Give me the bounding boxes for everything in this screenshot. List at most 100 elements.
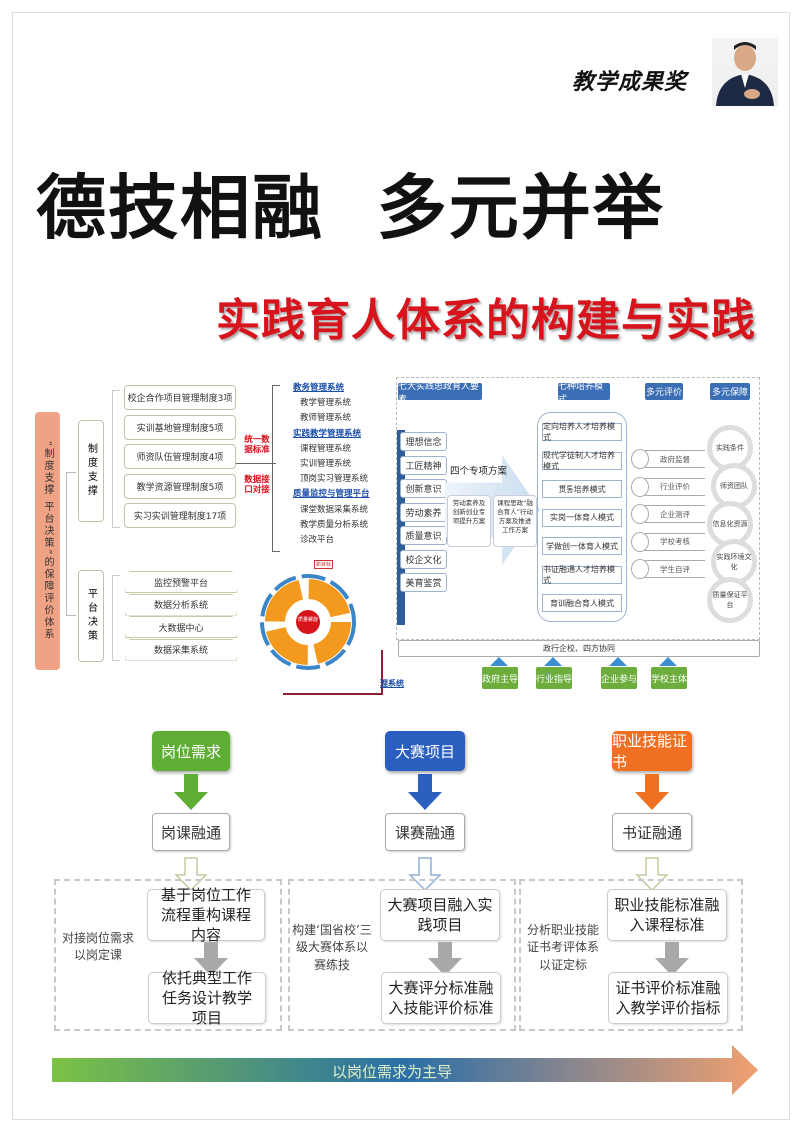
banner-text: 以岗位需求为主导 <box>331 1063 452 1081</box>
system-list-item: 质量监控与管理平台 <box>293 489 370 500</box>
actor-item: 政府主导 <box>482 667 518 689</box>
element-item: 理想信念 <box>400 432 447 451</box>
system-list-item: 课堂数据采集系统 <box>300 504 369 515</box>
evaluation-circle <box>631 531 649 552</box>
branch-platform: 平台决策 <box>78 570 104 662</box>
page-title: 德技相融 多元并举 <box>36 167 665 249</box>
feedback-line <box>283 650 383 695</box>
banner-arrow: 以岗位需求为主导 <box>52 1045 758 1095</box>
up-arrow-icon <box>609 657 627 666</box>
mode-item: 现代学徒制人才培养模式 <box>542 451 622 471</box>
bracket <box>272 385 280 552</box>
step-item: 基于岗位工作流程重构课程内容 <box>147 886 265 944</box>
requirement-header: 大赛项目 <box>385 731 465 771</box>
page-frame <box>12 12 790 1120</box>
element-item: 创新意识 <box>400 479 447 498</box>
red-label: 统一数据标准 <box>244 435 270 456</box>
evaluation-item: 学校考核 <box>645 532 705 551</box>
mode-item: 定向培养人才培养模式 <box>542 422 622 442</box>
mode-item: 贯통培养模式 <box>542 480 622 498</box>
plan-item: 劳动素养及创新创业专项提升方案 <box>447 495 491 547</box>
system-list-item: 诊改平台 <box>300 535 335 545</box>
system-list-item: 实践教学管理系统 <box>293 428 362 439</box>
cycle-center: 质量螺旋 <box>297 617 318 623</box>
platform-item: 数据采集系统 <box>125 638 237 661</box>
mode-item: 书证融通人才培养模式 <box>542 565 622 585</box>
mode-item: 育训融合育人模式 <box>542 594 622 612</box>
arrow-down-icon <box>655 942 689 976</box>
arrow-down-icon <box>408 774 442 810</box>
mode-item: 实岗一体育人模式 <box>542 508 622 527</box>
evaluation-circle <box>631 476 649 497</box>
requirement-header: 职业技能证书 <box>612 731 692 771</box>
integration-label: 课赛融通 <box>385 813 465 851</box>
step-item: 证书评价标准融入教学评价指标 <box>608 972 728 1024</box>
up-arrow-icon <box>544 657 562 666</box>
arrow-down-icon <box>635 774 669 810</box>
column-header: 七大实践思政育人要素 <box>398 382 482 405</box>
element-item: 劳动素养 <box>400 502 447 522</box>
system-item: 实习实训管理制度17项 <box>124 503 236 528</box>
system-list-item: 教师管理系统 <box>300 413 352 424</box>
page-subtitle: 实践育人体系的构建与实践 <box>216 295 756 346</box>
column-header: 七种培养模式 <box>558 382 610 405</box>
strategy-text: 分析职业技能证书考评体系以证定标 <box>526 923 599 972</box>
evaluation-item: 政府监督 <box>645 450 705 468</box>
system-list-item: 实训管理系统 <box>300 459 352 469</box>
system-item: 实训基地管理制度5项 <box>124 414 236 440</box>
hollow-arrow-icon <box>635 857 669 892</box>
plans-title: 四个专项方案 <box>450 466 508 477</box>
platform-item: 大数据中心 <box>125 616 237 638</box>
arrow-down-icon <box>174 774 208 810</box>
actor-item: 企业参与 <box>601 667 637 689</box>
system-item: 校企合作项目管理制度3项 <box>124 385 236 410</box>
integration-label: 书证融通 <box>612 813 692 851</box>
system-list-item: 教务管理系统 <box>293 383 345 393</box>
system-list-item: 课程管理系统 <box>300 443 352 454</box>
strategy-text: 对接岗位需求以岗定课 <box>61 931 134 963</box>
element-item: 美育鉴赏 <box>400 573 447 592</box>
evaluation-circle <box>631 449 649 469</box>
actor-item: 行业指导 <box>536 667 572 689</box>
element-item: 质量意识 <box>400 526 447 545</box>
platform-item: 数据分析系统 <box>125 593 237 616</box>
evaluation-item: 企业测评 <box>645 505 705 523</box>
column-header: 多元评价 <box>645 383 683 400</box>
system-item: 教学资源管理制度5项 <box>124 473 236 499</box>
system-list-item: 教学质量分析系统 <box>300 519 369 530</box>
hollow-arrow-icon <box>408 857 442 892</box>
main-label: “制度支撑 平台决策”的保障评价体系 <box>35 412 60 670</box>
up-arrow-icon <box>490 657 508 666</box>
platform-item: 监控预警平台 <box>125 571 237 593</box>
arrow-down-icon <box>194 942 228 976</box>
red-label: 数据接口对接 <box>244 475 270 496</box>
step-item: 大赛评分标准融入技能评价标准 <box>381 972 501 1024</box>
step-item: 大赛项目融入实践项目 <box>380 889 500 941</box>
cycle-tag: 新目标 <box>314 560 334 569</box>
up-arrow-icon <box>659 657 677 666</box>
dashed-group <box>54 879 282 1031</box>
evaluation-circle <box>631 504 649 524</box>
plan-item: 课程思政“融合育人”行动方案及推进工作方案 <box>493 495 537 547</box>
modes-frame <box>537 412 627 622</box>
step-item: 依托典型工作任务设计教学项目 <box>148 969 266 1027</box>
column-header: 多元保障 <box>710 383 750 400</box>
mode-item: 学做创一体育人模式 <box>542 537 622 555</box>
arrow-down-icon <box>428 942 462 976</box>
connector-line <box>236 463 276 464</box>
quality-cycle-diagram: 质量螺旋 新目标 <box>258 560 358 680</box>
presenter-photo <box>712 38 778 106</box>
evaluation-item: 行业评价 <box>645 477 705 496</box>
element-item: 工匠精神 <box>400 455 447 475</box>
branch-system: 制度支撑 <box>78 420 104 522</box>
requirement-header: 岗位需求 <box>152 731 230 771</box>
evaluation-item: 学生自评 <box>645 560 705 578</box>
system-item: 师资队伍管理制度4项 <box>124 444 236 469</box>
step-item: 职业技能标准融入课程标准 <box>607 889 727 941</box>
bracket <box>66 472 76 616</box>
evaluation-circle <box>631 559 649 579</box>
bracket <box>112 390 120 528</box>
integration-label: 岗课融通 <box>152 813 230 851</box>
dashed-group <box>519 879 743 1031</box>
system-list-item: 顶岗实习管理系统 <box>300 474 369 485</box>
